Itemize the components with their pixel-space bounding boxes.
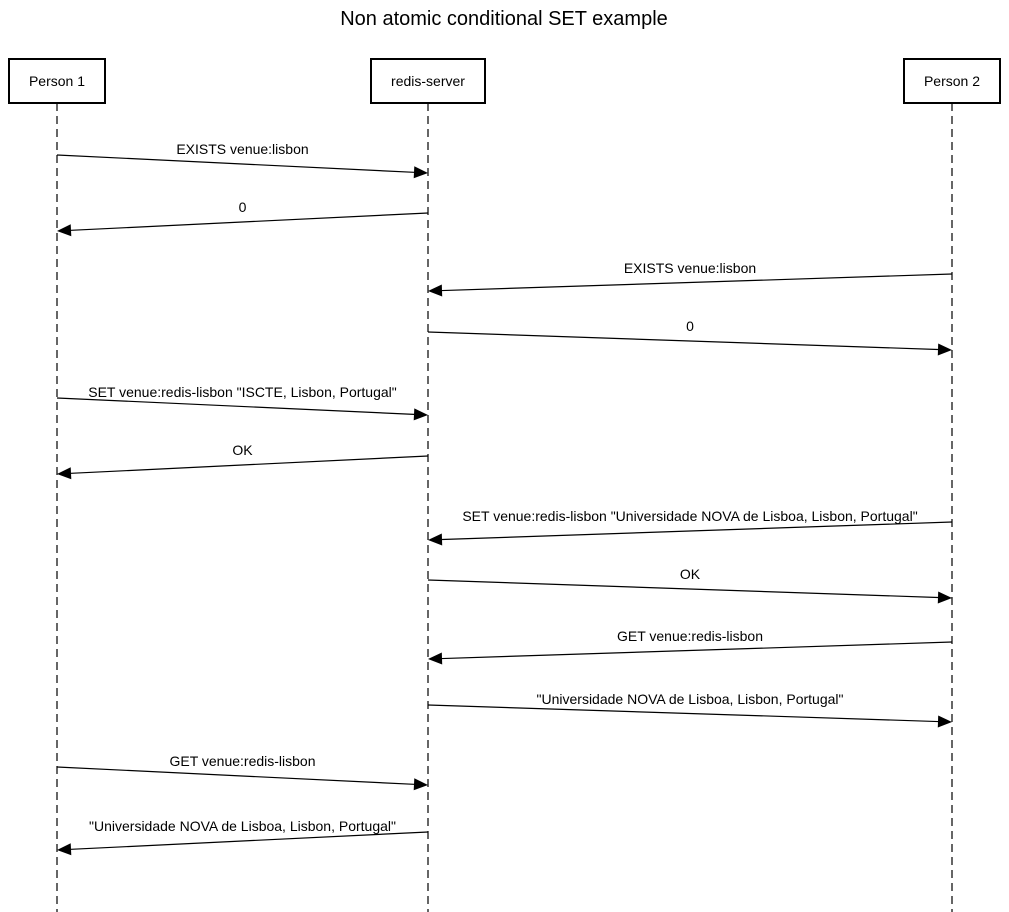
message-label: 0 [686,318,694,334]
message-arrowhead [428,284,443,297]
message-8: OK [427,566,952,604]
message-arrow-line [56,154,415,173]
message-arrowhead [413,166,428,179]
actor-label-p1: Person 1 [29,73,85,89]
actors: Person 1 redis-server Person 2 [8,58,1001,104]
message-arrow-line [427,579,939,599]
message-label: SET venue:redis-lisbon "Universidade NOV… [462,508,917,524]
message-6: OK [57,442,429,480]
lifelines [56,103,953,912]
message-arrow-line [427,704,939,723]
actor-box-p2 [903,58,1001,104]
message-label: "Universidade NOVA de Lisboa, Lisbon, Po… [537,691,844,707]
message-label: GET venue:redis-lisbon [617,628,763,644]
message-3: EXISTS venue:lisbon [428,260,953,297]
message-arrow-line [427,331,939,351]
message-arrowhead [428,652,443,665]
message-11: GET venue:redis-lisbon [56,753,428,791]
actor-box-p1 [8,58,106,104]
message-arrowhead [57,843,72,856]
message-label: EXISTS venue:lisbon [624,260,756,276]
actor-label-p2: Person 2 [924,73,980,89]
message-2: 0 [57,199,429,237]
message-9: GET venue:redis-lisbon [428,628,953,665]
actor-srv: redis-server [370,58,486,104]
actor-label-srv: redis-server [391,73,465,89]
message-5: SET venue:redis-lisbon "ISCTE, Lisbon, P… [56,384,428,421]
message-arrowhead [937,715,952,728]
message-label: 0 [239,199,247,215]
message-arrow-line [441,641,953,660]
diagram-title: Non atomic conditional SET example [340,8,668,30]
message-10: "Universidade NOVA de Lisboa, Lisbon, Po… [427,691,952,728]
message-7: SET venue:redis-lisbon "Universidade NOV… [428,508,953,546]
message-arrow-line [70,455,429,474]
message-arrowhead [57,467,72,480]
message-arrow-line [70,212,429,231]
message-label: GET venue:redis-lisbon [169,753,315,769]
message-arrowhead [428,533,443,546]
message-arrowhead [413,778,428,791]
message-12: "Universidade NOVA de Lisboa, Lisbon, Po… [57,818,429,856]
message-label: SET venue:redis-lisbon "ISCTE, Lisbon, P… [88,384,397,400]
message-arrow-line [70,831,429,850]
actor-box-srv [370,58,486,104]
message-arrow-line [441,273,953,292]
message-4: 0 [427,318,952,356]
actor-p2: Person 2 [903,58,1001,104]
message-arrowhead [413,408,428,421]
message-arrowhead [937,591,952,604]
message-label: EXISTS venue:lisbon [176,141,308,157]
actor-p1: Person 1 [8,58,106,104]
message-arrow-line [441,521,953,541]
message-arrowhead [937,343,952,356]
message-arrow-line [56,766,415,785]
message-label: "Universidade NOVA de Lisboa, Lisbon, Po… [89,818,396,834]
message-arrow-line [56,397,415,415]
message-label: OK [232,442,253,458]
message-arrowhead [57,224,72,237]
message-1: EXISTS venue:lisbon [56,141,428,179]
message-label: OK [680,566,701,582]
